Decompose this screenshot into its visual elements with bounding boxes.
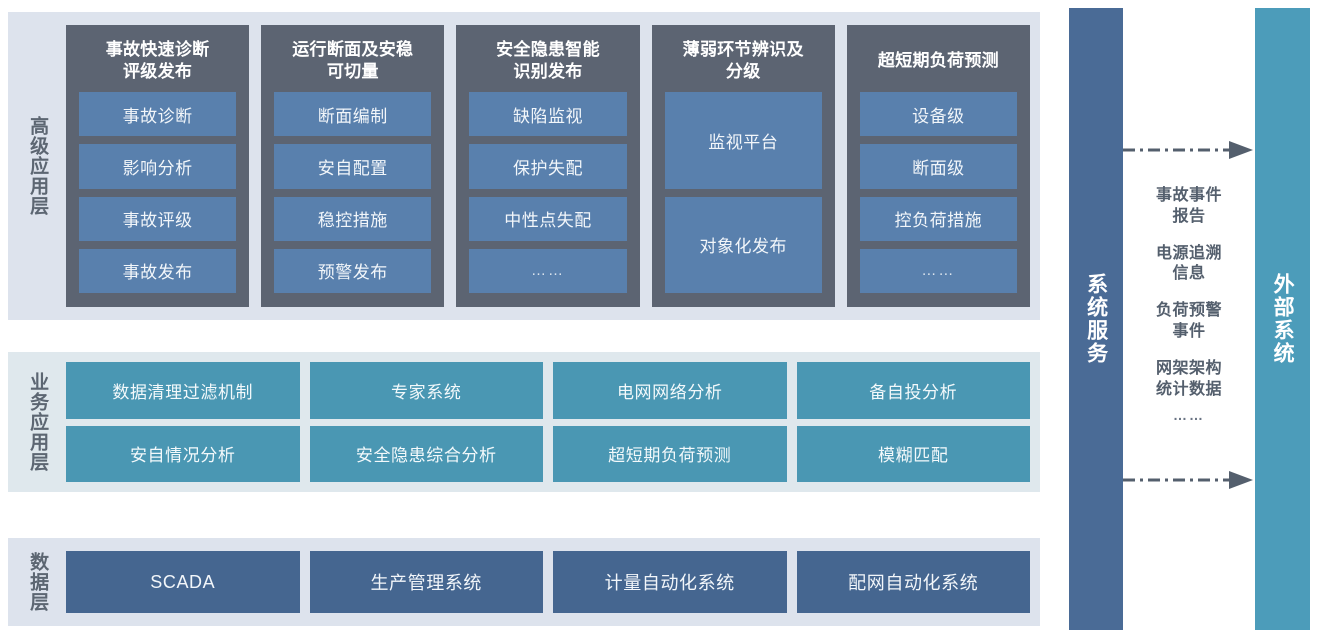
data-source-item[interactable]: 配网自动化系统	[796, 551, 1030, 613]
adv-item[interactable]: 缺陷监视	[469, 92, 627, 137]
business-application-layer: 业务应用层 数据清理过滤机制 专家系统 电网网络分析 备自投分析 安自情况分析 …	[8, 352, 1040, 492]
adv-column-accident-diagnosis[interactable]: 事故快速诊断 评级发布 事故诊断 影响分析 事故评级 事故发布	[66, 25, 250, 307]
data-layer-label: 数据层	[27, 552, 49, 612]
adv-column-safety-hazard[interactable]: 安全隐患智能 识别发布 缺陷监视 保护失配 中性点失配 ……	[456, 25, 640, 307]
adv-item-ellipsis[interactable]: ……	[469, 248, 627, 293]
adv-item[interactable]: 事故发布	[79, 248, 237, 293]
system-service-label: 系统服务	[1084, 273, 1108, 365]
exchange-item-ellipsis: ……	[1173, 407, 1205, 424]
business-item[interactable]: 超短期负荷预测	[553, 425, 787, 482]
advanced-application-layer: 高级应用层 事故快速诊断 评级发布 事故诊断 影响分析 事故评级 事故发布 运行…	[8, 12, 1040, 320]
data-source-item[interactable]: 计量自动化系统	[553, 551, 787, 613]
business-item[interactable]: 安自情况分析	[66, 425, 300, 482]
business-item[interactable]: 数据清理过滤机制	[66, 362, 300, 419]
business-item[interactable]: 专家系统	[309, 362, 543, 419]
adv-item[interactable]: 预警发布	[274, 248, 432, 293]
adv-item[interactable]: 保护失配	[469, 144, 627, 189]
external-system-label: 外部系统	[1271, 273, 1295, 365]
adv-column-items: 缺陷监视 保护失配 中性点失配 ……	[469, 92, 627, 293]
system-service-bar[interactable]: 系统服务	[1069, 8, 1123, 630]
adv-item[interactable]: 安自配置	[274, 144, 432, 189]
adv-column-title: 安全隐患智能 识别发布	[496, 40, 600, 81]
adv-column-title: 事故快速诊断 评级发布	[105, 40, 210, 81]
business-row: 数据清理过滤机制 专家系统 电网网络分析 备自投分析	[66, 362, 1030, 419]
adv-column-title: 薄弱环节辨识及 分级	[682, 40, 804, 81]
business-layer-grid: 数据清理过滤机制 专家系统 电网网络分析 备自投分析 安自情况分析 安全隐患综合…	[66, 352, 1040, 492]
adv-item-ellipsis[interactable]: ……	[859, 248, 1018, 293]
external-system-bar[interactable]: 外部系统	[1255, 8, 1310, 630]
business-layer-label: 业务应用层	[27, 372, 49, 472]
business-item[interactable]: 备自投分析	[796, 362, 1030, 419]
adv-item[interactable]: 监视平台	[664, 92, 822, 189]
exchange-item: 网架架构 统计数据	[1155, 359, 1222, 398]
adv-column-title: 超短期负荷预测	[877, 51, 999, 71]
exchange-item: 负荷预警 事件	[1155, 302, 1222, 340]
adv-column-items: 设备级 断面级 控负荷措施 ……	[859, 92, 1018, 293]
adv-item[interactable]: 稳控措施	[274, 196, 432, 241]
data-flow-arrow-top-icon	[1123, 141, 1253, 159]
adv-column-items: 事故诊断 影响分析 事故评级 事故发布	[79, 92, 237, 293]
adv-column-weak-link[interactable]: 薄弱环节辨识及 分级 监视平台 对象化发布	[651, 25, 835, 307]
data-source-item[interactable]: SCADA	[66, 551, 300, 613]
adv-item[interactable]: 断面编制	[274, 92, 432, 137]
adv-column-items: 监视平台 对象化发布	[664, 92, 822, 293]
business-item[interactable]: 电网网络分析	[553, 362, 787, 419]
data-source-item[interactable]: 生产管理系统	[309, 551, 543, 613]
adv-item[interactable]: 断面级	[859, 144, 1018, 189]
adv-item[interactable]: 对象化发布	[664, 196, 822, 293]
business-row: 安自情况分析 安全隐患综合分析 超短期负荷预测 模糊匹配	[66, 425, 1030, 482]
business-item[interactable]: 模糊匹配	[796, 425, 1030, 482]
adv-column-operation-section[interactable]: 运行断面及安稳 可切量 断面编制 安自配置 稳控措施 预警发布	[261, 25, 445, 307]
adv-item[interactable]: 事故评级	[79, 196, 237, 241]
business-item[interactable]: 安全隐患综合分析	[309, 425, 543, 482]
advanced-layer-label: 高级应用层	[27, 116, 49, 216]
data-layer: 数据层 SCADA 生产管理系统 计量自动化系统 配网自动化系统	[8, 538, 1040, 626]
adv-item[interactable]: 影响分析	[79, 144, 237, 189]
adv-item[interactable]: 事故诊断	[79, 92, 237, 137]
adv-column-title: 运行断面及安稳 可切量	[292, 40, 414, 81]
adv-item[interactable]: 中性点失配	[469, 196, 627, 241]
exchange-item: 电源追溯 信息	[1155, 244, 1222, 283]
advanced-layer-columns: 事故快速诊断 评级发布 事故诊断 影响分析 事故评级 事故发布 运行断面及安稳 …	[66, 12, 1040, 320]
data-flow-arrow-bottom-icon	[1123, 471, 1253, 489]
adv-column-items: 断面编制 安自配置 稳控措施 预警发布	[274, 92, 432, 293]
exchange-content-list: 事故事件 报告 电源追溯 信息 负荷预警 事件 网架架构 统计数据 ……	[1123, 178, 1255, 468]
adv-item[interactable]: 控负荷措施	[859, 196, 1018, 241]
exchange-item: 事故事件 报告	[1155, 187, 1222, 225]
data-layer-items: SCADA 生产管理系统 计量自动化系统 配网自动化系统	[66, 538, 1040, 626]
adv-item[interactable]: 设备级	[859, 92, 1018, 137]
adv-column-load-forecast[interactable]: 超短期负荷预测 设备级 断面级 控负荷措施 ……	[846, 25, 1031, 307]
